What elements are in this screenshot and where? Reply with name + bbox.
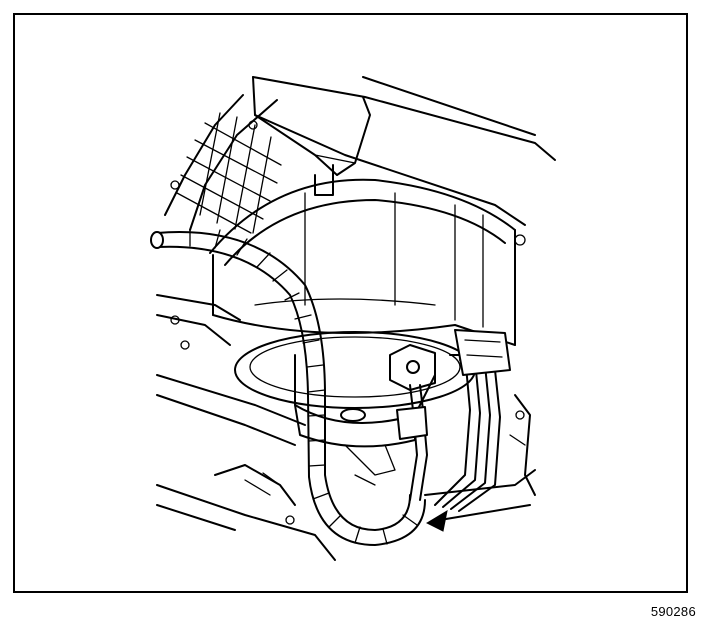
blower-motor-assembly-illustration xyxy=(150,76,556,561)
blower-wheel-housing xyxy=(209,164,526,346)
grille-panel xyxy=(164,94,282,234)
lower-panel xyxy=(156,294,536,561)
wiring-harness xyxy=(396,329,511,512)
diagram-frame xyxy=(13,13,688,593)
corrugated-hose xyxy=(150,228,426,546)
direction-arrow xyxy=(425,504,531,532)
figure-code: 590286 xyxy=(650,604,696,619)
upper-housing xyxy=(252,76,556,226)
blower-motor xyxy=(234,331,476,486)
